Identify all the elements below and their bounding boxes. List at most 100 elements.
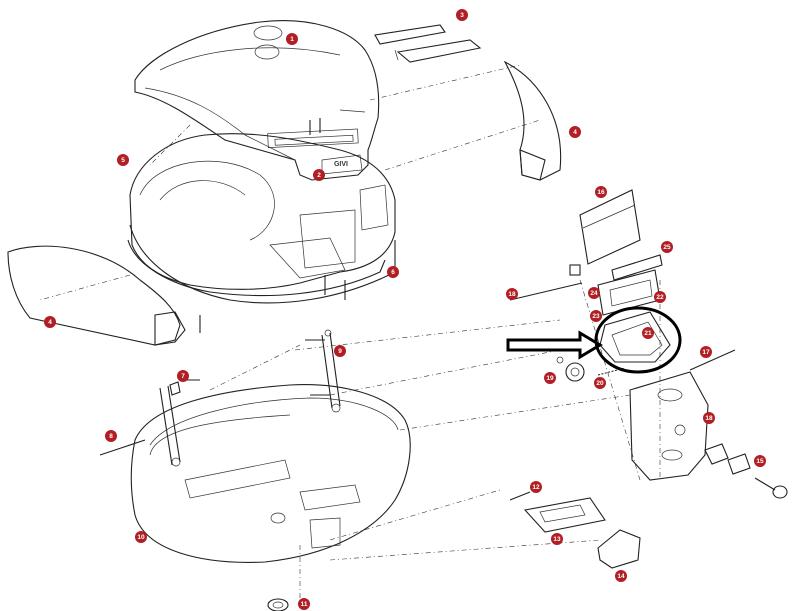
part-number-23[interactable]: 23 (590, 310, 602, 322)
part-number-marker (298, 598, 310, 610)
right-side-reflector (503, 60, 562, 181)
part-number-text: 16 (597, 189, 605, 196)
brand-logo: GIVI (334, 161, 348, 168)
part-number-marker (703, 412, 715, 424)
part-number-9[interactable]: 9 (334, 345, 346, 357)
part-number-text: 4 (48, 319, 52, 326)
part-number-13[interactable]: 13 (551, 533, 563, 545)
screws (185, 118, 346, 396)
lock-pins (509, 282, 736, 371)
part-number-marker (544, 372, 556, 384)
part-number-1[interactable]: 1 (286, 33, 298, 45)
part-number-11[interactable]: 11 (298, 598, 310, 610)
part-number-15[interactable]: 15 (754, 455, 766, 467)
part-number-text: 8 (109, 433, 113, 440)
part-number-16[interactable]: 16 (595, 186, 607, 198)
lock-cylinder-and-key (704, 443, 788, 499)
part-number-6[interactable]: 6 (387, 266, 399, 278)
part-number-marker (44, 316, 56, 328)
part-number-text: 20 (596, 380, 604, 387)
part-number-12[interactable]: 12 (530, 481, 542, 493)
part-number-14[interactable]: 14 (615, 570, 627, 582)
part-number-marker (594, 377, 606, 389)
part-number-marker (177, 370, 189, 382)
part-number-18[interactable]: 18 (703, 412, 715, 424)
lid-shell: GIVI (134, 20, 380, 181)
part-number-text: 18 (705, 415, 713, 422)
part-number-22[interactable]: 22 (654, 291, 666, 303)
part-number-4[interactable]: 4 (44, 316, 56, 328)
part-number-24[interactable]: 24 (588, 287, 600, 299)
part-number-marker (590, 310, 602, 322)
part-number-marker (642, 327, 654, 339)
part-number-text: 13 (553, 536, 561, 543)
straps (159, 329, 341, 467)
part-number-text: 19 (546, 375, 554, 382)
bottom-base (130, 384, 411, 563)
part-number-5[interactable]: 5 (117, 154, 129, 166)
part-number-10[interactable]: 10 (135, 531, 147, 543)
part-number-text: 11 (301, 601, 308, 608)
part-number-7[interactable]: 7 (177, 370, 189, 382)
part-number-text: 10 (137, 534, 145, 541)
assembly-guide-lines (39, 64, 661, 600)
part-number-text: 25 (663, 244, 671, 251)
part-number-text: 4 (573, 129, 577, 136)
lock-label-sticker (611, 254, 663, 281)
part-number-text: 15 (756, 458, 764, 465)
part-number-text: 12 (532, 484, 540, 491)
part-number-8[interactable]: 8 (105, 430, 117, 442)
part-number-text: 17 (702, 349, 710, 356)
part-number-25[interactable]: 25 (661, 241, 673, 253)
lock-housing (629, 371, 709, 481)
part-number-21[interactable]: 21 (642, 327, 654, 339)
part-number-marker (530, 481, 542, 493)
part-number-3[interactable]: 3 (456, 9, 468, 21)
part-number-text: 18 (508, 291, 516, 298)
rubber-foot (267, 598, 289, 611)
part-number-text: 9 (338, 348, 342, 355)
part-number-19[interactable]: 19 (544, 372, 556, 384)
part-number-18[interactable]: 18 (506, 288, 518, 300)
part-number-text: 23 (592, 313, 600, 320)
part-number-text: 22 (656, 294, 664, 301)
part-number-marker (456, 9, 468, 21)
part-number-marker (588, 287, 600, 299)
part-number-marker (595, 186, 607, 198)
highlight-circle (594, 306, 682, 374)
part-number-marker (615, 570, 627, 582)
left-side-reflector (7, 245, 186, 346)
part-number-marker (105, 430, 117, 442)
part-number-2[interactable]: 2 (313, 169, 325, 181)
part-number-text: 1 (290, 36, 294, 43)
part-number-text: 6 (391, 269, 395, 276)
lock-back-plate (569, 189, 641, 276)
hinge-pins (99, 381, 181, 456)
part-number-marker (754, 455, 766, 467)
part-number-marker (506, 288, 518, 300)
part-number-text: 14 (617, 573, 625, 580)
part-number-marker (654, 291, 666, 303)
part-number-marker (286, 33, 298, 45)
part-number-marker (387, 266, 399, 278)
part-number-marker (135, 531, 147, 543)
body-shell (129, 133, 396, 304)
lower-rim-strip (127, 239, 386, 297)
latch-slider-parts (509, 491, 641, 569)
part-number-4[interactable]: 4 (569, 126, 581, 138)
part-number-marker (700, 346, 712, 358)
part-number-text: 5 (121, 157, 125, 164)
part-number-marker (551, 533, 563, 545)
part-number-marker (569, 126, 581, 138)
part-number-text: 24 (590, 290, 598, 297)
highlight-arrow (506, 330, 603, 360)
part-number-17[interactable]: 17 (700, 346, 712, 358)
part-number-marker (661, 241, 673, 253)
part-number-text: 3 (460, 12, 464, 19)
reflector-strip (374, 24, 482, 63)
part-number-text: 7 (181, 373, 185, 380)
part-number-marker (313, 169, 325, 181)
part-number-text: 2 (317, 172, 321, 179)
part-number-20[interactable]: 20 (594, 377, 606, 389)
